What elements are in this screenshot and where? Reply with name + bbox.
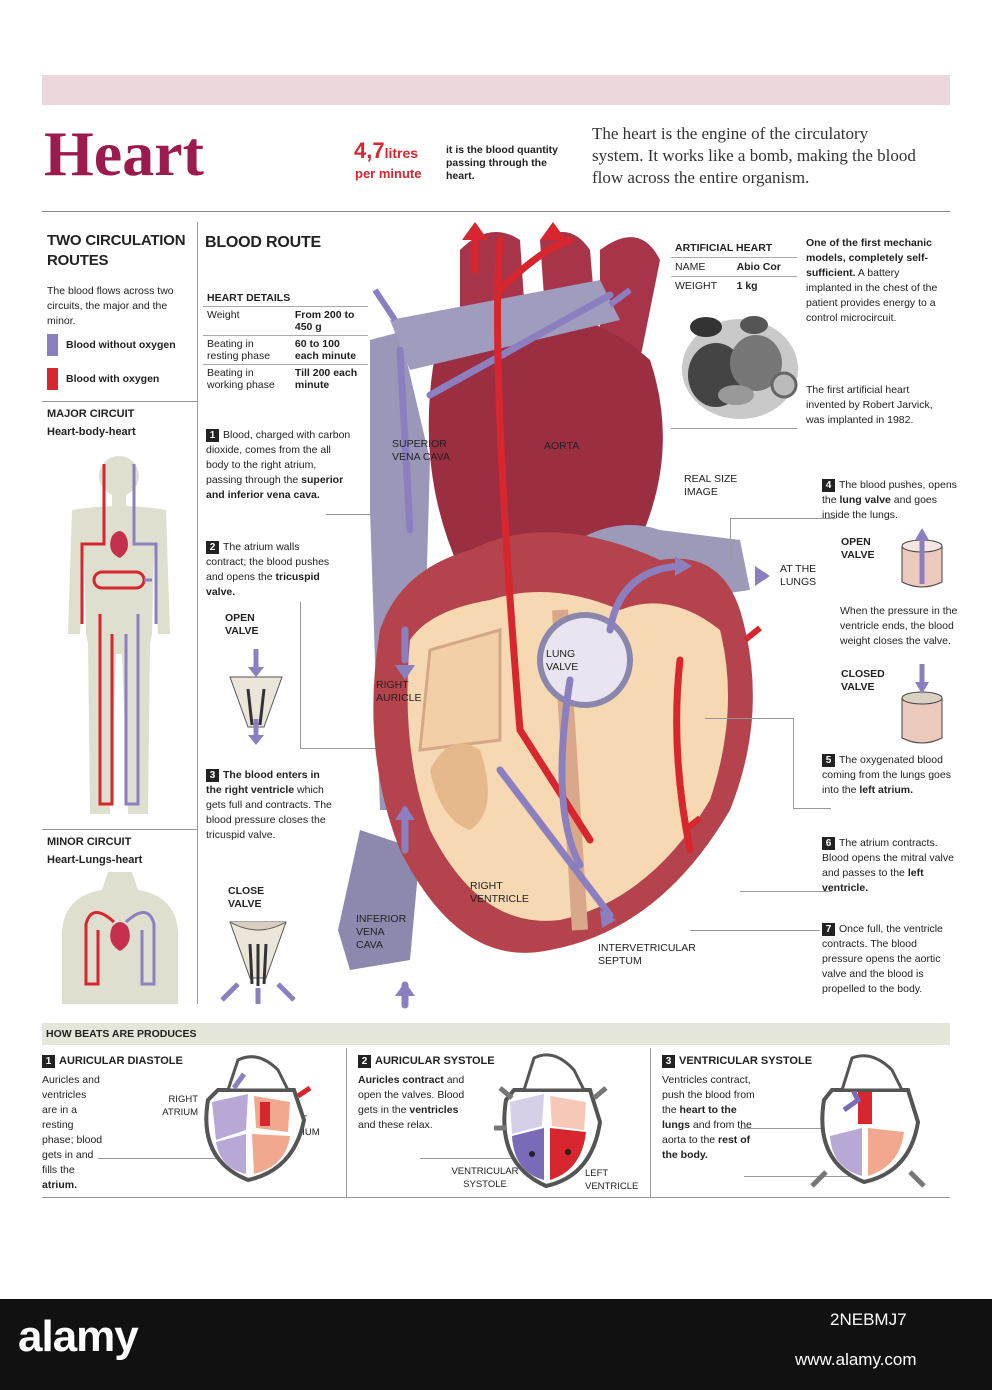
artificial-heart-title: ARTIFICIAL HEART <box>675 242 773 254</box>
beat-2-heart-diagram <box>494 1053 608 1189</box>
divider <box>671 428 797 429</box>
jarvick-note: The first artificial heart invented by R… <box>806 384 933 426</box>
label-intervetricular-septum: INTERVETRICULAR SEPTUM <box>598 942 696 967</box>
heart-cross-section-illustration <box>338 222 770 1009</box>
leader-line <box>98 1158 220 1159</box>
lung-open-valve-label: OPEN VALVE <box>841 536 875 561</box>
major-circuit-title: MAJOR CIRCUIT <box>47 408 135 420</box>
beats-section-title: HOW BEATS ARE PRODUCES <box>46 1028 197 1040</box>
circulation-desc: The blood flows across two circuits, the… <box>47 285 174 327</box>
beat-1-right-atrium-label: RIGHT ATRIUM <box>162 1094 198 1118</box>
minor-circuit-sub: Heart-Lungs-heart <box>47 854 143 866</box>
beats-bottom-rule <box>42 1197 950 1198</box>
blood-quantity-per: per minute <box>355 166 422 181</box>
leader-line <box>300 602 301 748</box>
artificial-heart-desc: One of the first mechanic models, comple… <box>806 237 938 324</box>
banner-logo: alamy <box>18 1312 139 1361</box>
leader-line <box>690 930 820 931</box>
leader-line <box>740 891 832 892</box>
beats-divider <box>650 1048 651 1198</box>
label-right-ventricle: RIGHT VENTRICLE <box>470 880 529 905</box>
label-lung-valve: LUNG VALVE <box>546 648 579 673</box>
tricuspid-closed-valve-icon <box>220 921 296 1004</box>
leader-line <box>740 1128 870 1129</box>
heart-details-title: HEART DETAILS <box>207 292 291 304</box>
banner-url: www.alamy.com <box>795 1350 917 1369</box>
beat-2-ventricular-systole-label: VENTRICULAR SYSTOLE <box>451 1166 519 1190</box>
beat-2-left-ventricle-label: LEFT VENTRICLE <box>585 1168 639 1192</box>
label-inferior-vena-cava: INFERIOR VENA CAVA <box>356 913 407 951</box>
blood-route-title: BLOOD ROUTE <box>205 234 322 251</box>
top-color-bar <box>42 75 950 105</box>
leader-line <box>705 718 793 719</box>
beats-section-band <box>42 1023 950 1045</box>
artificial-heart-photo <box>682 316 798 419</box>
legend-label-deoxygenated: Blood without oxygen <box>66 339 176 351</box>
tricuspid-open-valve-icon <box>229 649 283 745</box>
beat-3-text: Ventricles contract, push the blood from… <box>662 1074 755 1161</box>
beat-2-text: Auricles contract and open the valves. B… <box>358 1074 465 1131</box>
label-aorta: AORTA <box>544 440 580 452</box>
leader-line <box>420 1158 530 1159</box>
minor-circuit-title: MINOR CIRCUIT <box>47 836 132 848</box>
legend-swatch-oxygenated <box>47 368 58 390</box>
intro-text: The heart is the engine of the circulato… <box>592 124 916 187</box>
divider <box>42 829 197 830</box>
close-valve-label: CLOSE VALVE <box>228 885 265 910</box>
legend-swatch-deoxygenated <box>47 334 58 356</box>
beat-3-heart-diagram <box>810 1054 926 1188</box>
leader-line <box>326 514 404 515</box>
leader-line <box>744 1176 864 1177</box>
major-circuit-body-diagram <box>68 456 170 814</box>
label-at-the-lungs: AT THE LUNGS <box>780 563 817 588</box>
leader-line <box>793 808 831 809</box>
open-valve-label: OPEN VALVE <box>225 612 259 637</box>
blood-quantity-stat: 4,7litres <box>354 138 419 163</box>
label-right-auricle: RIGHT AURICLE <box>376 679 422 704</box>
major-circuit-sub: Heart-body-heart <box>47 426 136 438</box>
lung-closed-valve-icon <box>901 664 943 744</box>
minor-circuit-torso-diagram <box>62 872 178 1004</box>
leader-line <box>730 518 731 562</box>
column-divider <box>197 222 198 1004</box>
banner-image-id: 2NEBMJ7 <box>830 1310 907 1329</box>
leader-line <box>730 518 836 519</box>
valve-pressure-note: When the pressure in the ventricle ends,… <box>840 605 958 647</box>
beat-1-text: Auricles and ventricles are in a resting… <box>42 1074 103 1191</box>
circulation-title: TWO CIRCULATION ROUTES <box>47 232 186 269</box>
beats-divider <box>346 1048 347 1198</box>
legend-label-oxygenated: Blood with oxygen <box>66 373 160 385</box>
page-title: Heart <box>44 118 204 189</box>
lung-open-valve-icon <box>901 528 943 588</box>
label-superior-vena-cava: SUPERIOR VENA CAVA <box>392 438 450 463</box>
watermark-banner <box>0 1299 992 1390</box>
leader-line <box>793 718 794 808</box>
blood-quantity-desc: it is the blood quantity passing through… <box>446 144 558 183</box>
lung-closed-valve-label: CLOSED VALVE <box>841 668 885 693</box>
divider <box>42 401 197 402</box>
label-real-size-image: REAL SIZE IMAGE <box>684 473 738 498</box>
header-divider <box>42 211 950 212</box>
beat-1-heart-diagram <box>204 1055 312 1183</box>
